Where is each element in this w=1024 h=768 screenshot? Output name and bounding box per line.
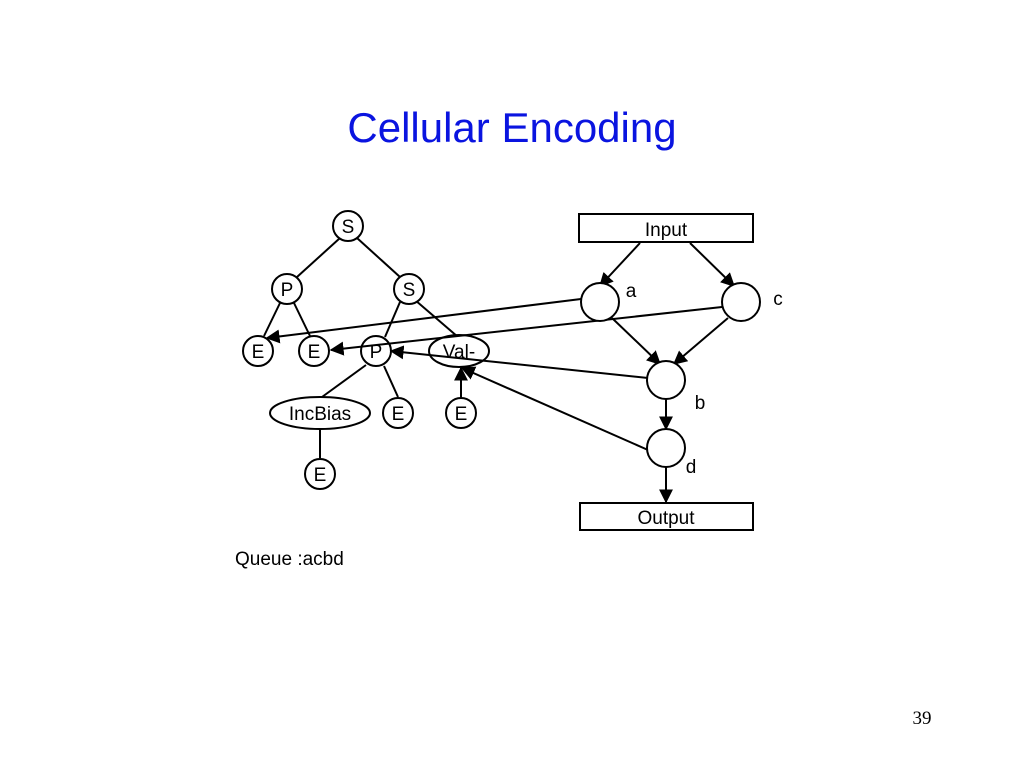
- network-input-box: [578, 213, 754, 243]
- network-cell-c-label: c: [773, 289, 783, 310]
- tree-node-incbias: [269, 396, 371, 430]
- tree-node-e1-label: E: [252, 342, 265, 363]
- network-cell-a-label: a: [626, 281, 637, 302]
- tree-node-e5-label: E: [455, 404, 468, 425]
- tree-node-root: [332, 210, 364, 242]
- network-cell-d: [646, 428, 686, 468]
- network-output-label: Output: [637, 508, 695, 529]
- tree-node-left-p-label: P: [281, 280, 294, 301]
- queue-text: Queue :acbd: [235, 549, 344, 570]
- edge-b-p: [389, 345, 649, 379]
- tree-edges: [263, 237, 459, 458]
- edge-input-c: [689, 242, 736, 287]
- edge-p-incbias: [321, 364, 367, 398]
- edge-input-a: [599, 242, 641, 288]
- tree-node-e1: [242, 335, 274, 367]
- network-edges: [265, 242, 736, 504]
- slide-number: 39: [912, 708, 932, 729]
- edge-root-p: [296, 237, 341, 278]
- edge-s-val: [414, 299, 459, 338]
- tree-node-e2-label: E: [308, 342, 321, 363]
- network-cell-a: [580, 282, 620, 322]
- edge-a-b: [611, 317, 662, 365]
- tree-node-e4: [382, 397, 414, 429]
- edge-p-e4: [383, 365, 399, 398]
- edge-p-e2: [293, 302, 311, 337]
- network-cell-d-label: d: [686, 457, 697, 478]
- edge-c-b: [672, 317, 729, 365]
- edge-d-val: [460, 366, 649, 451]
- tree-node-incbias-label: IncBias: [289, 404, 351, 425]
- tree-node-right-s: [393, 273, 425, 305]
- network-input-label: Input: [645, 220, 688, 241]
- edge-c-e2: [329, 306, 723, 356]
- network-cell-b-label: b: [695, 393, 706, 414]
- tree-node-root-label: S: [342, 217, 355, 238]
- tree-node-e2: [298, 335, 330, 367]
- tree-node-e4-label: E: [392, 404, 405, 425]
- network-cell-b: [646, 360, 686, 400]
- tree-node-right-s-label: S: [403, 280, 416, 301]
- slide-title: Cellular Encoding: [347, 104, 677, 151]
- tree-node-mid-p-label: P: [370, 342, 383, 363]
- edge-p-e1: [263, 302, 281, 337]
- tree-node-left-p: [271, 273, 303, 305]
- edge-a-e1: [265, 298, 582, 344]
- tree-node-e3-label: E: [314, 465, 327, 486]
- network-cell-c: [721, 282, 761, 322]
- edge-s-p: [384, 301, 401, 338]
- tree-node-e3: [304, 458, 336, 490]
- edge-root-s: [356, 237, 401, 278]
